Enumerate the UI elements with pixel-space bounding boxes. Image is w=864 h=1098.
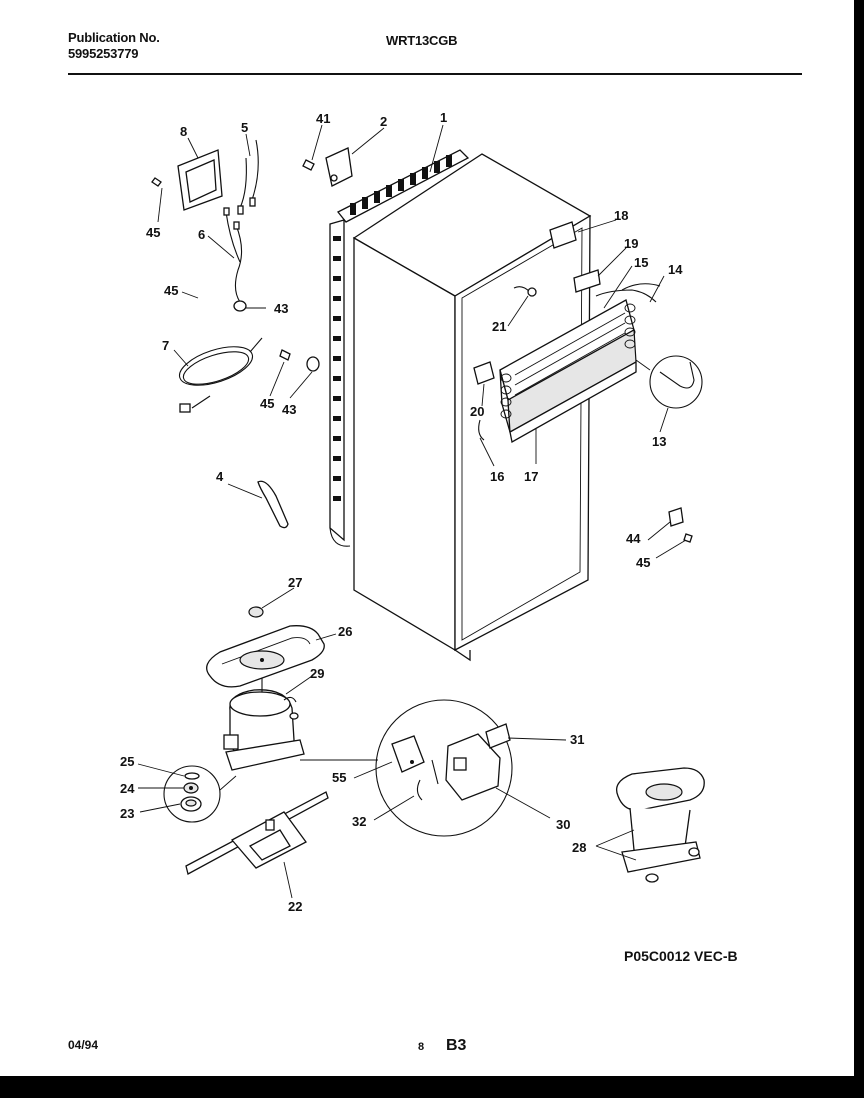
callout-23: 23 [120, 806, 134, 821]
callout-45-mid: 45 [164, 283, 178, 298]
callout-24: 24 [120, 781, 135, 796]
callout-22: 22 [288, 899, 302, 914]
compressor [223, 678, 305, 771]
callout-26: 26 [338, 624, 352, 639]
grommet [248, 606, 264, 618]
callout-27: 27 [288, 575, 302, 590]
leader-lines [137, 124, 687, 899]
callout-2: 2 [380, 114, 387, 129]
part-8-frame [177, 149, 223, 211]
parts-sheet: Publication No. 5995253779 WRT13CGB [0, 0, 854, 1076]
compressor-grommets [163, 765, 237, 823]
callout-14: 14 [668, 262, 683, 277]
drain-heater [178, 337, 263, 413]
callout-17: 17 [524, 469, 538, 484]
evaporator [499, 299, 637, 444]
callout-41: 41 [316, 111, 330, 126]
callout-19: 19 [624, 236, 638, 251]
callout-13: 13 [652, 434, 666, 449]
callout-45-right: 45 [636, 555, 650, 570]
callout-8: 8 [180, 124, 187, 139]
callout-29: 29 [310, 666, 324, 681]
condenser-coil [329, 149, 470, 547]
callout-55: 55 [332, 770, 346, 785]
publication-number: 5995253779 [68, 46, 139, 61]
base-plate [185, 791, 329, 875]
screws-and-clips [151, 147, 693, 543]
exploded-parts-diagram: 1 2 41 8 5 45 6 45 43 7 45 43 4 18 19 15… [120, 110, 705, 914]
drain-pan [206, 625, 325, 688]
callout-28: 28 [572, 840, 586, 855]
callout-6: 6 [198, 227, 205, 242]
callout-21: 21 [492, 319, 506, 334]
callout-45-top: 45 [146, 225, 160, 240]
callout-4: 4 [216, 469, 224, 484]
callout-30: 30 [556, 817, 570, 832]
alternate-compressor [615, 767, 705, 883]
callout-1: 1 [440, 110, 447, 125]
footer-date: 04/94 [68, 1038, 99, 1052]
callout-18: 18 [614, 208, 628, 223]
callout-20: 20 [470, 404, 484, 419]
part-4-tube [257, 480, 289, 529]
callout-45-low: 45 [260, 396, 274, 411]
detail-13 [635, 355, 703, 409]
footer-page-number: 8 [418, 1041, 425, 1053]
relay-detail [300, 699, 513, 837]
callout-25: 25 [120, 754, 134, 769]
callout-43-low: 43 [282, 402, 296, 417]
callout-31: 31 [570, 732, 584, 747]
model-number: WRT13CGB [386, 33, 458, 48]
callout-16: 16 [490, 469, 504, 484]
callout-7: 7 [162, 338, 169, 353]
callout-5: 5 [241, 120, 248, 135]
callout-44: 44 [626, 531, 641, 546]
publication-label: Publication No. [68, 30, 160, 45]
callout-15: 15 [634, 255, 648, 270]
callout-43-top: 43 [274, 301, 288, 316]
header-rule [68, 73, 802, 75]
wiring-harness [223, 139, 259, 312]
diagram-reference: P05C0012 VEC-B [624, 948, 738, 964]
footer-section: B3 [446, 1037, 467, 1054]
callout-labels: 1 2 41 8 5 45 6 45 43 7 45 43 4 18 19 15… [120, 110, 683, 914]
callout-32: 32 [352, 814, 366, 829]
